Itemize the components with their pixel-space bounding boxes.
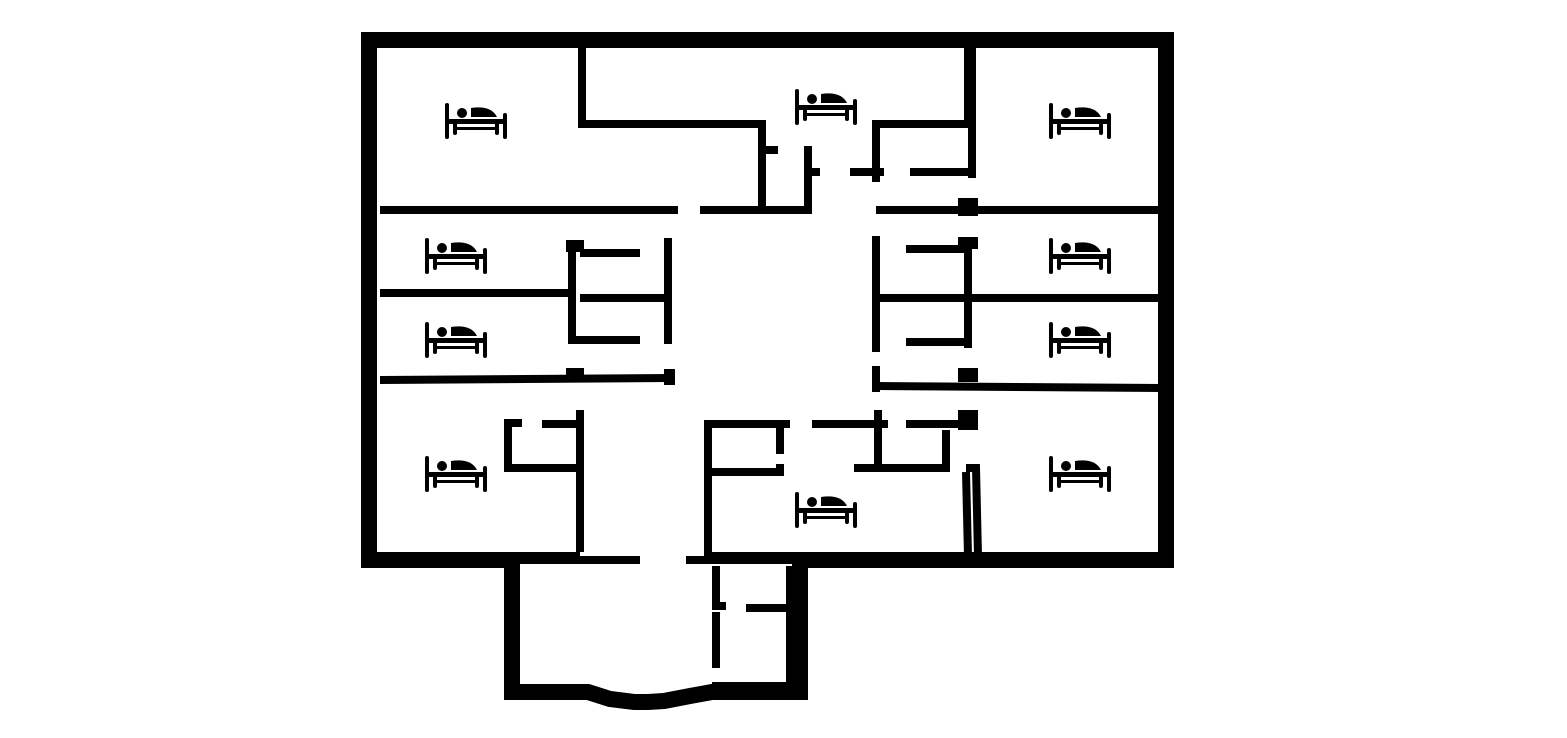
bed-icon	[1049, 238, 1111, 274]
bed-icon	[1049, 103, 1111, 139]
bed-icon	[1049, 456, 1111, 492]
bed-icon	[425, 456, 487, 492]
bed-icon	[425, 238, 487, 274]
north-walls	[380, 44, 1162, 216]
south-walls	[380, 410, 1162, 560]
bed-icon	[795, 89, 857, 125]
bed-icon	[445, 103, 507, 139]
outer-walls	[361, 32, 1174, 710]
bed-icon	[795, 492, 857, 528]
bed-icon	[1049, 322, 1111, 358]
bed-icon	[425, 322, 487, 358]
bed-icons	[425, 89, 1111, 528]
middle-walls	[379, 236, 1163, 392]
entrance-walls	[712, 566, 794, 690]
